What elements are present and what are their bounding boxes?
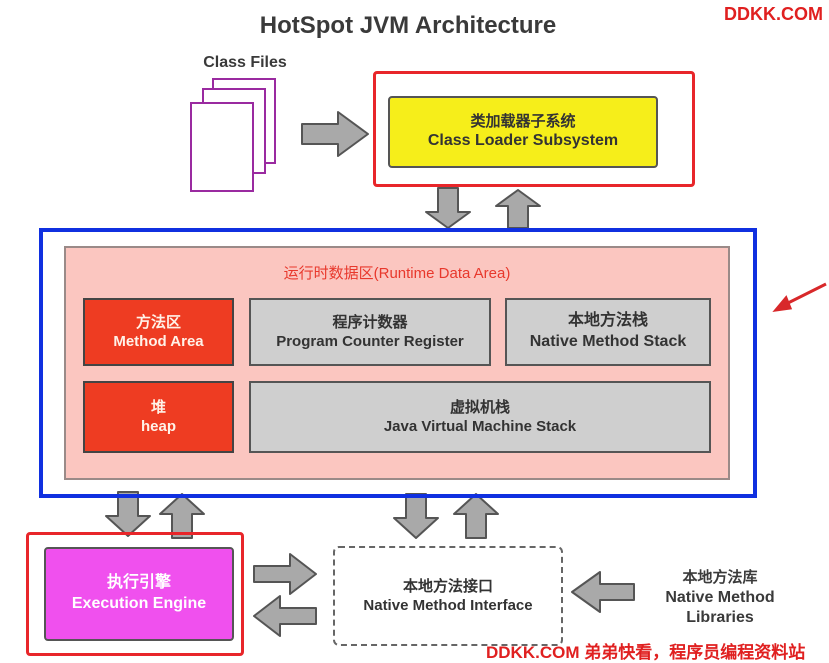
pc-register-en: Program Counter Register: [276, 333, 464, 350]
program-counter-register: 程序计数器 Program Counter Register: [249, 298, 491, 366]
native-libraries-cn: 本地方法库: [682, 569, 758, 586]
native-method-libraries: 本地方法库 Native Method Libraries: [640, 568, 800, 629]
arrow-down-loader: [425, 187, 471, 229]
jvm-stack-cn: 虚拟机栈: [449, 398, 510, 416]
arrow-up-loader: [495, 189, 541, 229]
runtime-title: 运行时数据区(Runtime Data Area): [283, 265, 511, 282]
jvm-stack-en: Java Virtual Machine Stack: [383, 418, 577, 435]
execution-engine-cn: 执行引擎: [106, 574, 171, 592]
native-method-interface: 本地方法接口 Native Method Interface: [333, 546, 563, 646]
method-area-cn: 方法区: [135, 313, 181, 331]
pointer-arrow: [772, 282, 827, 313]
native-libraries-en-line1: Native Method: [665, 588, 775, 606]
native-interface-cn: 本地方法接口: [402, 577, 493, 595]
class-loader-en: Class Loader Subsystem: [427, 132, 619, 150]
class-loader-subsystem: 类加载器子系统 Class Loader Subsystem: [388, 96, 658, 168]
arrow-right-exec: [253, 553, 317, 595]
pc-register-cn: 程序计数器: [332, 313, 408, 331]
heap: 堆 heap: [83, 381, 234, 453]
native-stack-cn: 本地方法栈: [567, 312, 648, 330]
heap-en: heap: [140, 418, 176, 435]
native-stack-en: Native Method Stack: [529, 333, 687, 350]
watermark-bottom: DDKK.COM 弟弟快看，程序员编程资料站: [486, 643, 806, 662]
arrow-left-exec: [253, 595, 317, 637]
class-files-label: Class Files: [203, 54, 287, 71]
class-files-icon: [188, 78, 278, 198]
jvm-stack: 虚拟机栈 Java Virtual Machine Stack: [249, 381, 711, 453]
diagram-title: HotSpot JVM Architecture: [259, 12, 557, 39]
arrow-down-nmi: [393, 493, 439, 539]
method-area: 方法区 Method Area: [83, 298, 234, 366]
watermark-top: DDKK.COM: [724, 4, 823, 24]
native-interface-en: Native Method Interface: [363, 597, 533, 614]
arrow-up-nmi: [453, 493, 499, 539]
class-loader-cn: 类加载器子系统: [470, 112, 576, 130]
runtime-data-area-frame: [39, 228, 757, 498]
arrow-down-exec: [105, 491, 151, 537]
native-libraries-en-line2: Libraries: [686, 609, 754, 627]
method-area-en: Method Area: [113, 333, 204, 350]
native-method-stack: 本地方法栈 Native Method Stack: [505, 298, 711, 366]
execution-engine-en: Execution Engine: [71, 595, 207, 612]
class-loader-highlight: [373, 71, 695, 187]
execution-engine-highlight: [26, 532, 244, 656]
heap-cn: 堆: [150, 398, 166, 416]
execution-engine: 执行引擎 Execution Engine: [44, 547, 234, 641]
arrow-right-classfiles: [301, 111, 369, 157]
arrow-left-libs: [571, 571, 635, 613]
